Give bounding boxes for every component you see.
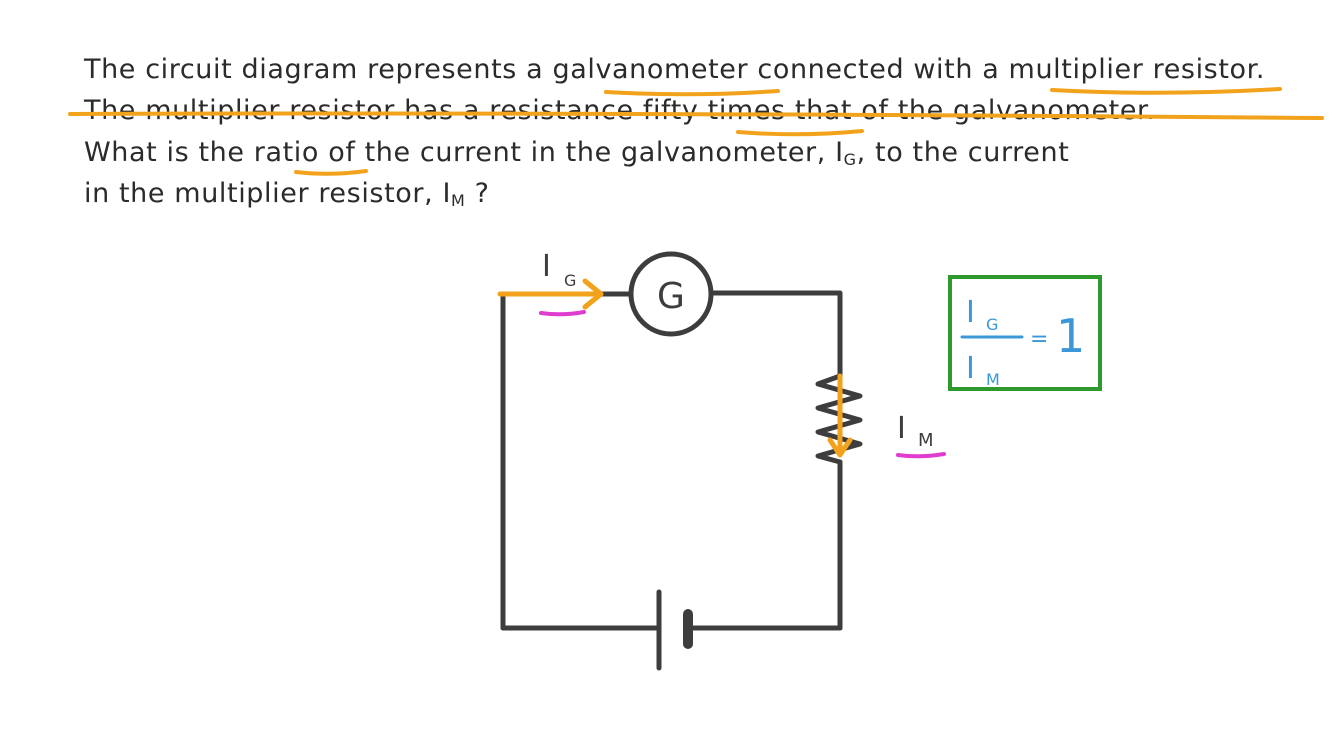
circuit-wires: [500, 290, 843, 631]
underline-ratio: [294, 169, 368, 176]
wire-top-right: [709, 290, 843, 379]
question-line-3: What is the ratio of the current in the …: [84, 137, 1069, 169]
current-label-m-letter: I: [897, 411, 906, 446]
answer-denominator-sub: M: [986, 370, 1000, 389]
underline-multiplier-resistor: [1050, 87, 1282, 95]
question-line-2-text: The multiplier resistor has a resistance…: [84, 95, 1156, 126]
battery-symbol: [656, 589, 693, 671]
current-label-g-sub: G: [564, 271, 576, 290]
answer-numerator-sub: G: [986, 315, 998, 334]
underline-current-g: [539, 310, 586, 317]
question-line-4-subscript: M: [451, 191, 466, 210]
question-line-3-text: What is the ratio of the current in the …: [84, 137, 844, 168]
question-line-1-text: The circuit diagram represents a galvano…: [84, 54, 1266, 85]
current-arrow-resistor: [827, 373, 853, 458]
strikethrough-line-2: [68, 111, 1324, 120]
underline-current-m: [896, 452, 946, 459]
question-line-4-text: in the multiplier resistor, I: [84, 178, 452, 209]
question-line-3-subscript: G: [843, 150, 857, 169]
multiplier-resistor-symbol: [815, 373, 863, 465]
underline-galvanometer: [604, 89, 780, 97]
answer-value: 1: [1056, 309, 1085, 363]
question-line-2: The multiplier resistor has a resistance…: [84, 95, 1155, 126]
current-label-m-sub: M: [918, 430, 934, 451]
galvanometer-symbol: G: [628, 251, 714, 337]
current-label-g-letter: I: [542, 249, 551, 284]
question-line-1: The circuit diagram represents a galvano…: [84, 54, 1265, 85]
underline-fifty: [736, 129, 864, 137]
answer-box: I G I M = 1: [948, 275, 1102, 391]
question-line-3-end: , to the current: [856, 137, 1070, 168]
current-label-galvanometer: I G: [542, 249, 576, 290]
galvanometer-label: G: [657, 276, 685, 317]
answer-numerator: I: [966, 295, 975, 330]
current-label-resistor: I M: [897, 411, 934, 451]
question-line-4: in the multiplier resistor, IM ?: [84, 178, 490, 210]
question-line-4-end: ?: [465, 178, 490, 209]
current-arrow-galvanometer: [497, 278, 604, 310]
answer-equals: =: [1030, 327, 1048, 352]
answer-denominator: I: [966, 351, 975, 386]
